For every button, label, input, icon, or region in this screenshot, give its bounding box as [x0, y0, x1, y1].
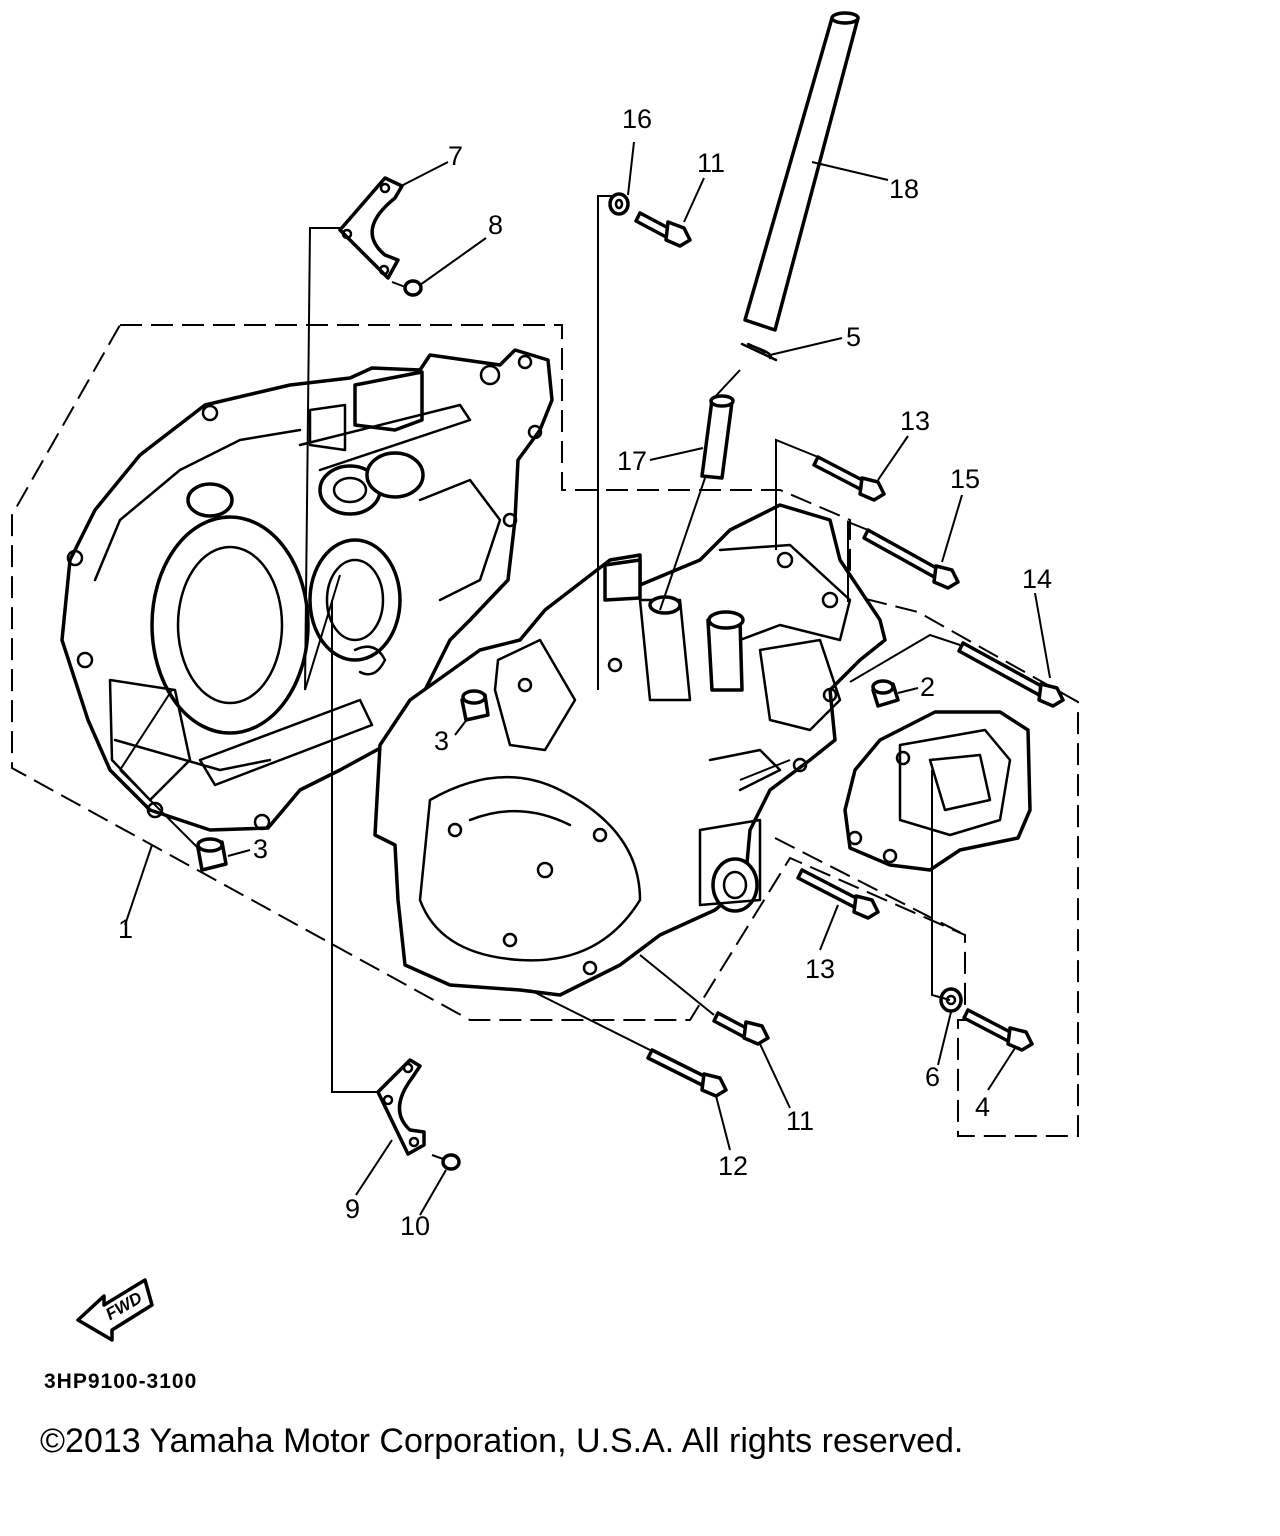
callout-6: 6	[925, 1062, 940, 1092]
breather-hose	[743, 11, 860, 332]
callout-8: 8	[488, 210, 503, 240]
washer-16	[608, 192, 630, 216]
forward-arrow-icon: FWD	[76, 1278, 154, 1342]
crankcase-assembly-outline	[11, 324, 1079, 1137]
callout-3-left: 3	[253, 834, 268, 864]
bolt-4	[962, 1008, 1034, 1052]
callout-11-bottom: 11	[786, 1106, 814, 1136]
right-cover-outline	[774, 837, 966, 936]
callout-1: 1	[118, 914, 133, 944]
bolt-13-bottom	[796, 868, 880, 920]
bolt-12	[646, 1048, 728, 1098]
bolt-13-top	[812, 455, 886, 502]
callout-10: 10	[400, 1211, 430, 1241]
callout-3-center: 3	[434, 726, 449, 756]
breather-fitting	[700, 394, 735, 480]
callout-14: 14	[1022, 564, 1052, 594]
callout-4: 4	[975, 1092, 990, 1122]
bolt-11-top	[634, 211, 692, 248]
bolt-11-bottom	[712, 1011, 770, 1046]
copyright-notice: ©2013 Yamaha Motor Corporation, U.S.A. A…	[40, 1422, 963, 1460]
dowel-pin-3-left	[196, 837, 228, 872]
callout-15: 15	[950, 464, 980, 494]
callout-9: 9	[345, 1194, 360, 1224]
callout-13-top: 13	[900, 406, 930, 436]
leader-lines	[119, 141, 1051, 1216]
callout-5: 5	[846, 322, 861, 352]
washer-6	[939, 987, 963, 1013]
dowel-pin-3-center	[460, 689, 490, 722]
callout-2: 2	[920, 672, 935, 702]
right-crankcase-half	[373, 503, 887, 997]
screw-10	[431, 1153, 461, 1171]
callout-17: 17	[617, 446, 647, 476]
callout-18: 18	[889, 174, 919, 204]
callout-16: 16	[622, 104, 652, 134]
side-cover	[843, 710, 1032, 872]
dowel-pin-2	[871, 679, 900, 708]
bearing-plate-bottom	[376, 1058, 426, 1156]
hose-clip	[740, 342, 778, 362]
callout-7: 7	[448, 141, 463, 171]
diagram-code: 3HP9100-3100	[44, 1370, 197, 1393]
callout-13-bottom: 13	[805, 954, 835, 984]
callout-11-top: 11	[697, 148, 725, 178]
screw-8	[391, 279, 423, 297]
bearing-plate-top	[338, 176, 404, 280]
callout-labels: 1 2 3 3 4 5 6 7 8 9 10 11 11 12 13 13 14…	[118, 104, 1052, 1241]
bolt-15	[862, 528, 960, 590]
bolt-14	[957, 641, 1065, 708]
callout-12: 12	[718, 1151, 748, 1181]
